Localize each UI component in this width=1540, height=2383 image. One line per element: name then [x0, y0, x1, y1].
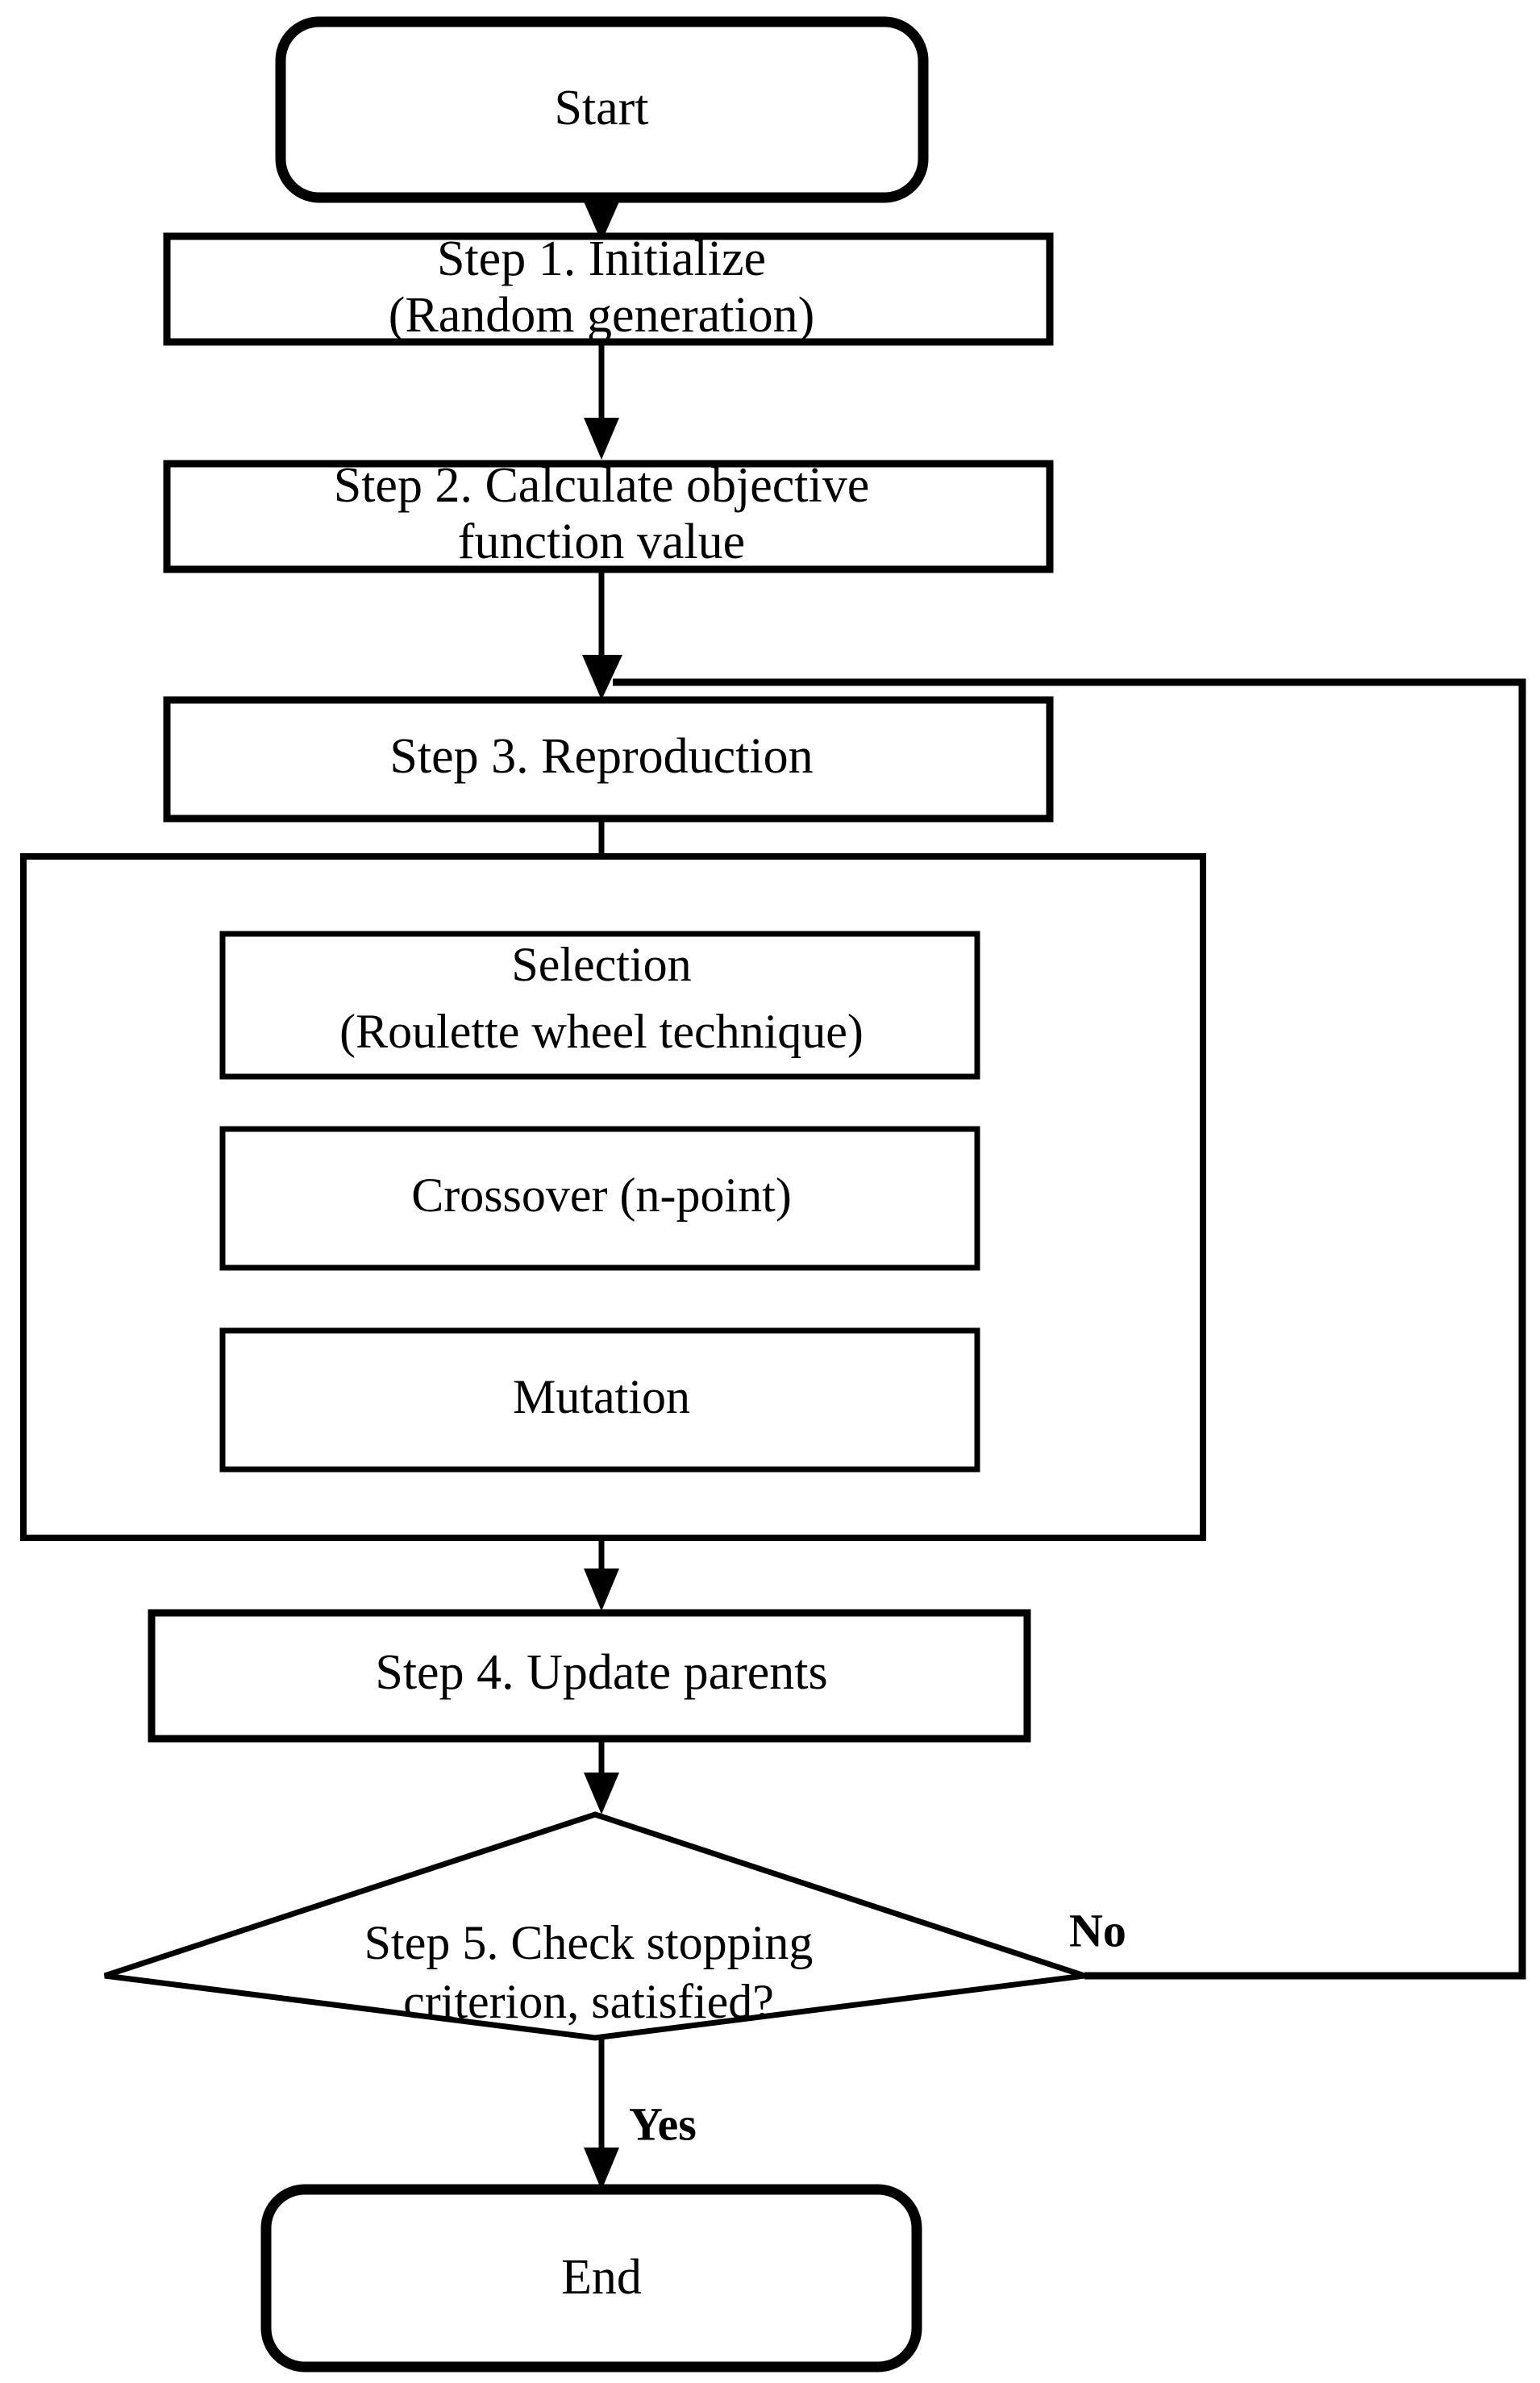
branch-label-yes: Yes [629, 2098, 697, 2150]
node-step5-label-line2: criterion, satisfied? [403, 1975, 774, 2028]
node-step4[interactable]: Step 4. Update parents [148, 1609, 1031, 1743]
connector-step1-to-step2 [584, 342, 619, 460]
node-end[interactable]: End [260, 2184, 922, 2373]
node-crossover-label: Crossover (n-point) [411, 1169, 792, 1222]
node-selection-label-line2: (Roulette wheel technique) [339, 1005, 864, 1058]
node-step4-label: Step 4. Update parents [375, 1645, 827, 1700]
connector-step4-to-step5 [584, 1739, 619, 1814]
node-step2[interactable]: Step 2. Calculate objective function val… [163, 458, 1054, 573]
node-step2-label-line1: Step 2. Calculate objective [334, 458, 870, 513]
node-start-label: Start [554, 81, 648, 135]
node-selection[interactable]: Selection (Roulette wheel technique) [219, 931, 980, 1080]
node-step5-decision[interactable]: Step 5. Check stopping criterion, satisf… [103, 1811, 1086, 2041]
connector-step2-to-step3 [582, 569, 622, 700]
node-end-label: End [561, 2250, 642, 2305]
node-selection-label-line1: Selection [511, 938, 691, 991]
node-step5-label-line1: Step 5. Check stopping [364, 1916, 814, 1969]
node-step1[interactable]: Step 1. Initialize (Random generation) [163, 231, 1054, 346]
node-mutation[interactable]: Mutation [219, 1327, 980, 1473]
connector-step5-to-end [584, 2038, 619, 2190]
node-step3-label: Step 3. Reproduction [389, 729, 813, 784]
node-step3[interactable]: Step 3. Reproduction [163, 696, 1054, 823]
node-crossover[interactable]: Crossover (n-point) [219, 1126, 980, 1271]
node-step1-label-line2: (Random generation) [389, 288, 815, 343]
node-start[interactable]: Start [275, 16, 929, 203]
branch-label-no: No [1069, 1904, 1126, 1956]
node-mutation-label: Mutation [513, 1370, 690, 1423]
connector-feedback-loop [613, 678, 1526, 1980]
node-step2-label-line2: function value [458, 515, 745, 569]
node-step1-label-line1: Step 1. Initialize [437, 231, 766, 286]
